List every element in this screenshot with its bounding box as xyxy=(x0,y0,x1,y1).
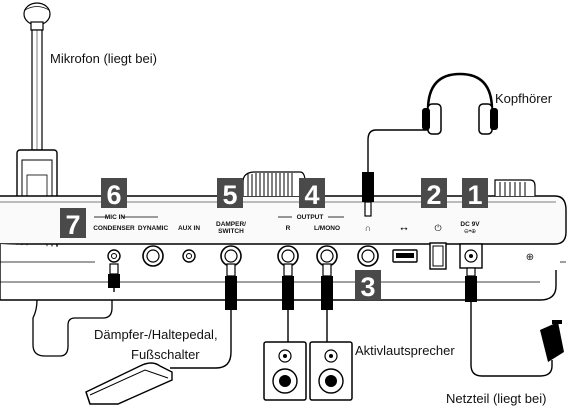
svg-text:5: 5 xyxy=(222,180,237,210)
pedal-callout: Dämpfer-/Haltepedal, xyxy=(94,327,218,342)
dc-polarity-icon: ⊖•⊕ xyxy=(464,229,476,235)
badge-3: 3 xyxy=(355,270,381,302)
aux-in-label: AUX IN xyxy=(178,225,200,232)
svg-text:7: 7 xyxy=(65,210,80,240)
dc-in-jack xyxy=(459,243,483,269)
output-label: OUTPUT xyxy=(297,214,324,221)
headphones-callout: Kopfhörer xyxy=(495,91,553,106)
dc-label: DC 9V xyxy=(460,221,480,228)
headphone-jack xyxy=(357,245,379,267)
damper-pedal-icon xyxy=(85,362,173,405)
svg-text:1: 1 xyxy=(467,180,482,210)
speaker-right-icon xyxy=(263,341,307,401)
speaker-left-icon xyxy=(309,341,353,401)
lmono-label: L/MONO xyxy=(314,225,340,232)
mic-in-label: MIC IN xyxy=(105,214,126,221)
headphones-icon xyxy=(422,72,498,135)
svg-text:4: 4 xyxy=(304,180,319,210)
microphone-callout: Mikrofon (liegt bei) xyxy=(50,51,157,66)
damper-jack xyxy=(220,245,242,267)
condenser-jack xyxy=(107,249,121,263)
headphone-jack-icon: ∩ xyxy=(365,223,371,233)
badge-2: 2 xyxy=(421,178,447,210)
output-r-plug xyxy=(282,263,294,342)
adapter-callout: Netzteil (liegt bei) xyxy=(446,391,546,406)
power-switch xyxy=(429,242,447,270)
switch-label: SWITCH xyxy=(218,228,244,235)
speakers-callout: Aktivlautsprecher xyxy=(355,343,455,358)
power-icon: ⏻ xyxy=(434,223,441,233)
pedal-callout-2: Fußschalter xyxy=(131,347,200,362)
damper-plug xyxy=(170,263,237,369)
svg-text:2: 2 xyxy=(426,180,441,210)
r-label: R xyxy=(286,225,291,232)
usb-port xyxy=(392,249,418,263)
condenser-plug xyxy=(108,263,120,292)
svg-text:6: 6 xyxy=(106,180,121,210)
dynamic-jack xyxy=(142,245,164,267)
usb-icon: ⭤ xyxy=(400,223,408,233)
aux-in-jack xyxy=(182,249,196,263)
badge-5: 5 xyxy=(217,178,243,210)
output-lmono-jack xyxy=(316,245,338,267)
ac-adapter-icon xyxy=(540,320,564,362)
output-r-jack xyxy=(277,245,299,267)
ground-icon: ⊕ xyxy=(526,252,534,263)
dynamic-label: DYNAMIC xyxy=(138,225,169,232)
output-lmono-plug xyxy=(321,263,333,342)
condenser-label: CONDENSER xyxy=(93,225,135,232)
badge-6: 6 xyxy=(101,178,127,210)
damper-label: DAMPER/ xyxy=(216,221,246,228)
dc-plug xyxy=(465,267,553,377)
badge-7: 7 xyxy=(60,208,86,240)
svg-text:3: 3 xyxy=(360,272,375,302)
badge-4: 4 xyxy=(299,178,325,210)
badge-1: 1 xyxy=(462,178,488,210)
